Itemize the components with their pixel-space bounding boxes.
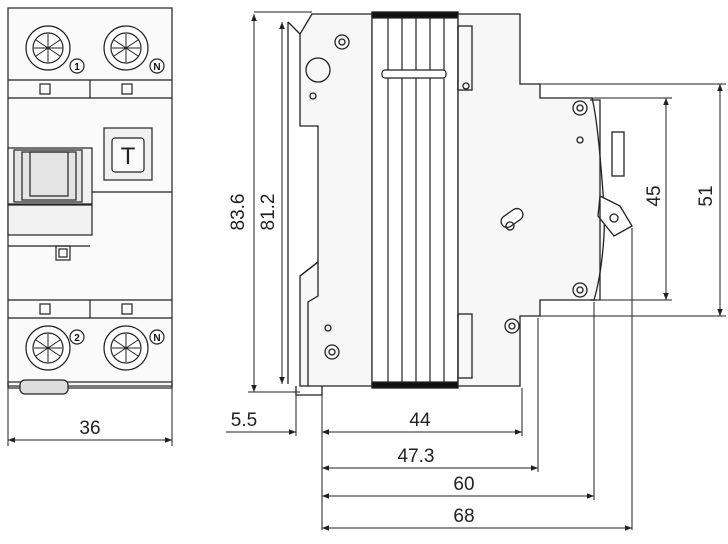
terminal-mark-1: 1 [74, 62, 80, 73]
terminal-screw-n-bottom [103, 325, 149, 371]
dimension-label-47-3: 47.3 [398, 446, 435, 467]
status-indicator [55, 245, 71, 261]
terminal-mark-2: 2 [74, 333, 80, 344]
front-view [7, 7, 173, 395]
dimension-label-44: 44 [409, 410, 431, 431]
terminal-marks: 1 N 2 N [69, 58, 165, 345]
terminal-screw-1 [25, 25, 71, 71]
dimension-front-width [7, 386, 173, 446]
side-view [287, 13, 373, 396]
toggle-lever [7, 147, 93, 236]
dimension-label-60: 60 [453, 474, 474, 495]
side-view-bands [371, 11, 459, 389]
dimension-label-36: 36 [79, 418, 100, 439]
dimension-label-81-2: 81.2 [258, 194, 279, 231]
test-button-label: T [121, 143, 136, 170]
dimension-label-45: 45 [644, 185, 665, 206]
terminal-mark-n-top: N [153, 62, 160, 73]
side-view-body [299, 13, 373, 387]
dimension-label-68: 68 [453, 506, 474, 527]
terminal-screw-n-top [103, 25, 149, 71]
terminal-mark-n-bottom: N [153, 333, 160, 344]
dimension-label-83-6: 83.6 [228, 194, 249, 231]
side-view-right-body [457, 13, 633, 387]
dimension-label-5-5: 5.5 [231, 410, 257, 431]
terminal-screw-2 [25, 325, 71, 371]
terminal-screws [25, 25, 149, 371]
side-dimension-lines [226, 11, 726, 531]
dimension-label-51: 51 [696, 185, 717, 206]
test-button [103, 127, 153, 181]
